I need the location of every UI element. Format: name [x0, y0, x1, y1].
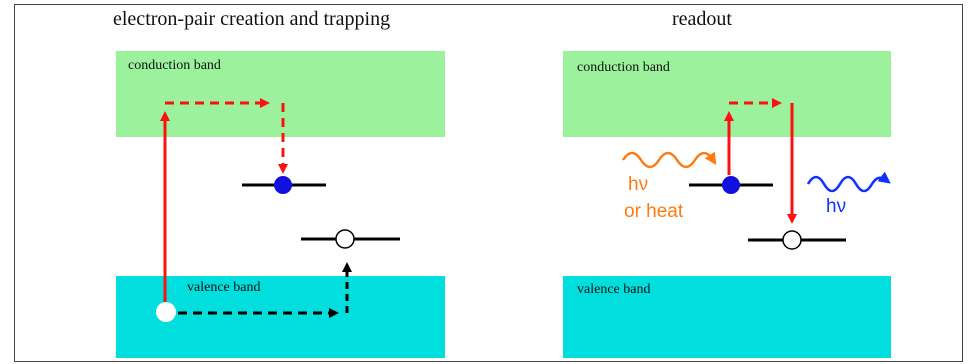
right-valence-band — [563, 276, 891, 358]
left-valence-hole — [156, 302, 176, 322]
right-conduction-band — [563, 51, 891, 137]
right-emission-wave — [806, 171, 891, 193]
right-stimulus-wave — [621, 151, 717, 169]
right-conduction-band-label: conduction band — [577, 60, 670, 75]
left-panel-title: electron-pair creation and trapping — [113, 8, 391, 30]
right-panel-title: readout — [672, 8, 732, 30]
left-trapped-hole — [335, 229, 355, 249]
left-valence-band-label: valence band — [187, 280, 261, 295]
right-trapped-electron — [722, 176, 740, 194]
left-trapped-electron — [274, 176, 292, 194]
left-conduction-band-label: conduction band — [128, 58, 221, 73]
stimulus-label-or-heat: or heat — [624, 201, 684, 222]
emission-label-hv: hν — [826, 196, 847, 217]
right-valence-band-label: valence band — [577, 282, 651, 297]
left-conduction-band — [116, 51, 445, 137]
right-trapped-hole — [782, 230, 802, 250]
stimulus-label-hv: hν — [628, 174, 649, 195]
